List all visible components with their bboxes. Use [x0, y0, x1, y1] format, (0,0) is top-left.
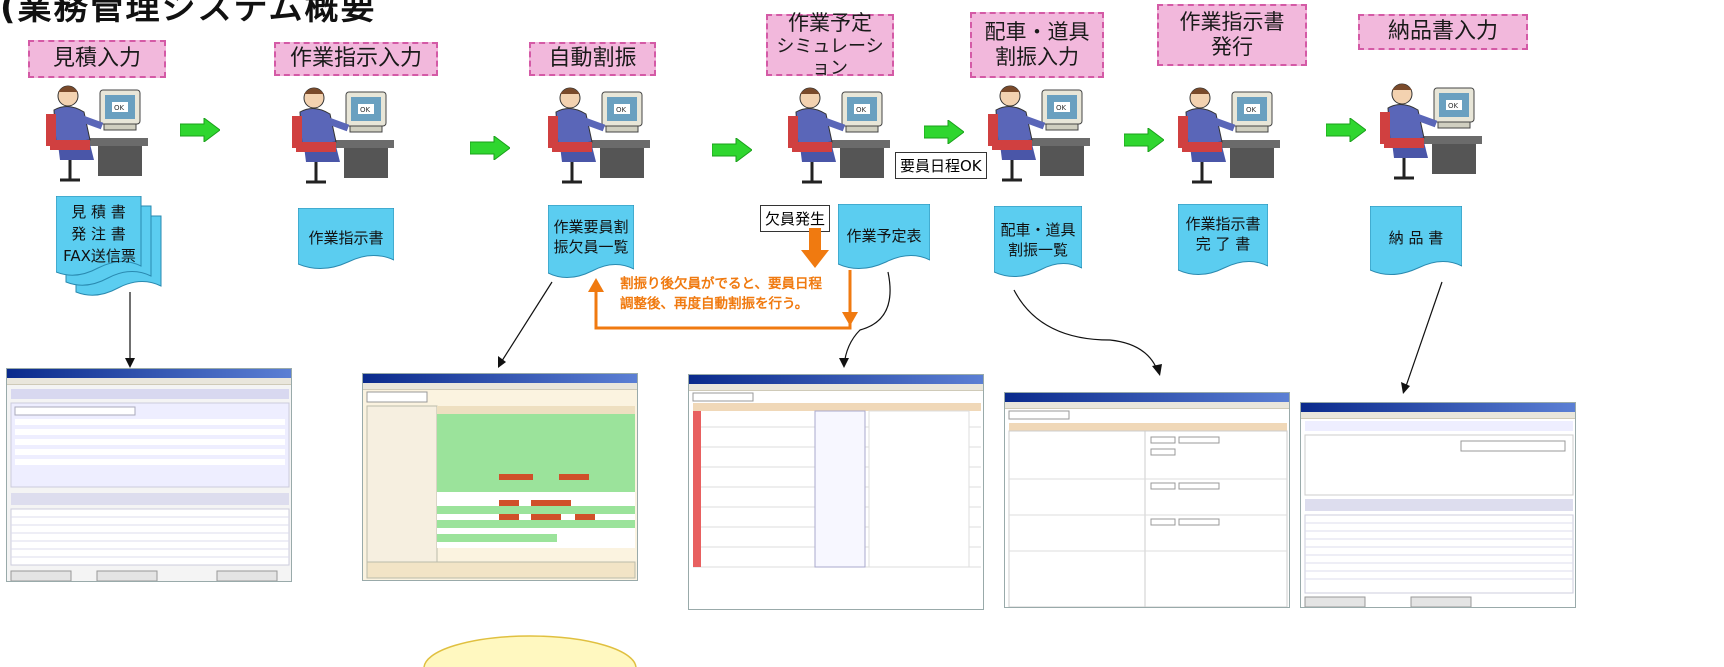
stage-work-order-issue: 作業指示書 発行	[1157, 4, 1307, 66]
stage-simulation: 作業予定 シミュレーション	[766, 10, 894, 79]
callout-staff-ok: 要員日程OK	[895, 152, 987, 179]
worker-at-computer-icon: OK	[292, 87, 394, 184]
screenshot-schedule-grid	[362, 373, 638, 581]
svg-text:OK: OK	[114, 104, 125, 112]
doc-estimate-text-2: 発 注 書	[71, 225, 126, 243]
worker-at-computer-icon: OK	[548, 87, 650, 184]
vacancy-arrow-icon	[809, 228, 821, 252]
worker-at-computer-icon: OK	[788, 87, 890, 184]
loop-note-line-1: 割振り後欠員がでると、要員日程	[620, 276, 822, 292]
doc-work-order-text: 作業指示書	[308, 229, 384, 247]
flow-arrow-icon	[712, 138, 752, 162]
stage-work-order-entry: 作業指示入力	[274, 42, 438, 76]
doc-staff-assign-text-2: 振欠員一覧	[553, 238, 629, 256]
doc-schedule: 作業予定表	[838, 204, 930, 274]
screenshot-vehicle-tool	[1004, 392, 1290, 608]
stage-delivery-label: 納品書入力	[1387, 18, 1498, 44]
loop-back-arrow-icon	[588, 278, 604, 292]
loop-down-arrow-icon	[842, 312, 858, 326]
stage-delivery: 納品書入力	[1358, 14, 1528, 50]
callout-vacancy: 欠員発生	[760, 205, 831, 232]
svg-text:OK: OK	[360, 106, 371, 114]
screenshot-schedule-table	[688, 374, 984, 610]
doc-delivery: 納 品 書	[1370, 206, 1462, 282]
doc-delivery-text: 納 品 書	[1388, 229, 1444, 247]
doc-vehicle-tool-text-1: 配車・道具	[1000, 221, 1076, 239]
doc-staff-assign: 作業要員割 振欠員一覧	[548, 205, 634, 285]
doc-work-order: 作業指示書	[298, 208, 394, 274]
doc-work-complete-text-2: 完 了 書	[1195, 235, 1251, 253]
screenshot-delivery-entry	[1300, 402, 1576, 608]
screenshot-estimate-entry	[6, 368, 292, 582]
stage-work-order-issue-label-2: 発行	[1211, 35, 1253, 59]
worker-at-computer-icon: OK	[1178, 87, 1280, 184]
doc-estimate-text-3: FAX送信票	[63, 247, 136, 265]
doc-estimate-text-1: 見 積 書	[71, 203, 126, 221]
svg-text:OK: OK	[1246, 106, 1257, 114]
stage-simulation-label-2: シミュレーション	[776, 36, 884, 79]
stage-work-order-entry-label: 作業指示入力	[289, 45, 422, 71]
flow-arrow-icon	[470, 136, 510, 160]
vacancy-arrow-head-icon	[801, 250, 829, 268]
stage-estimate-label: 見積入力	[52, 45, 141, 71]
doc-staff-assign-text-1: 作業要員割	[553, 218, 629, 236]
doc-estimate-stack: 見 積 書 発 注 書 FAX送信票	[56, 196, 166, 306]
doc-schedule-text: 作業予定表	[846, 227, 922, 245]
stage-vehicle-tool-label-2: 割振入力	[995, 45, 1079, 69]
stage-simulation-label-1: 作業予定	[788, 10, 872, 35]
svg-text:OK: OK	[856, 106, 867, 114]
doc-vehicle-tool-text-2: 割振一覧	[1007, 241, 1068, 259]
loop-note: 割振り後欠員がでると、要員日程 調整後、再度自動割振を行う。	[620, 275, 822, 314]
svg-text:OK: OK	[1056, 104, 1067, 112]
loop-back-path	[594, 270, 852, 330]
loop-note-line-2: 調整後、再度自動割振を行う。	[620, 295, 809, 312]
flow-arrow-icon	[1326, 118, 1366, 142]
flow-arrow-icon	[924, 120, 964, 144]
doc-work-complete: 作業指示書 完 了 書	[1178, 204, 1268, 282]
stage-work-order-issue-label-1: 作業指示書	[1179, 9, 1285, 34]
stage-auto-assign-label: 自動割振	[548, 45, 637, 71]
stage-vehicle-tool-label-1: 配車・道具	[984, 19, 1090, 44]
flow-arrow-icon	[180, 118, 220, 142]
svg-text:OK: OK	[1448, 102, 1459, 110]
worker-at-computer-icon: OK	[1380, 83, 1482, 180]
doc-work-complete-text-1: 作業指示書	[1185, 215, 1261, 233]
worker-at-computer-icon: OK	[46, 85, 148, 182]
stage-vehicle-tool: 配車・道具 割振入力	[970, 12, 1104, 78]
stage-auto-assign: 自動割振	[529, 42, 656, 76]
bottom-ellipse-fragment	[423, 635, 637, 667]
page-title: (業務管理システム概要	[0, 0, 377, 28]
svg-text:OK: OK	[616, 106, 627, 114]
stage-estimate: 見積入力	[28, 40, 166, 78]
flow-arrow-icon	[1124, 128, 1164, 152]
worker-at-computer-icon: OK	[988, 85, 1090, 182]
doc-vehicle-tool: 配車・道具 割振一覧	[994, 206, 1082, 284]
